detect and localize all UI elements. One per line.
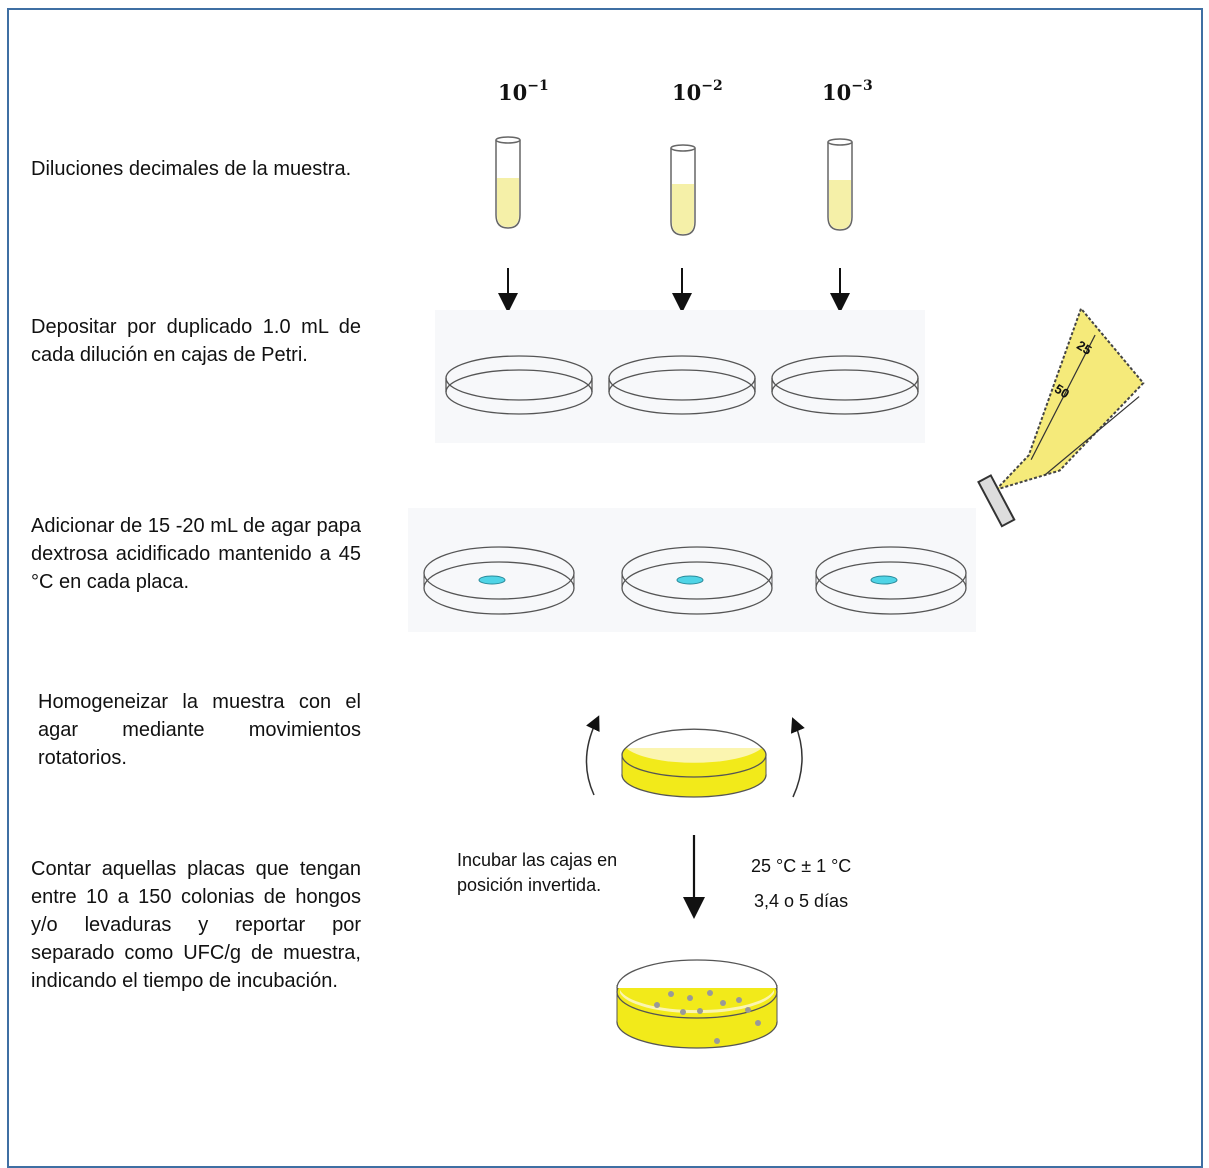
step-homogenize: Homogeneizar la muestra con el agar medi…	[38, 691, 361, 769]
flask-mark-50: 50	[1052, 381, 1072, 401]
inoculum-drop-3	[870, 575, 898, 585]
step-add-agar: Adicionar de 15 -20 mL de agar papa dext…	[31, 515, 361, 593]
test-tube-2	[670, 144, 696, 236]
step-dilutions: Diluciones decimales de la muestra.	[31, 158, 352, 180]
test-tube-3	[827, 138, 853, 231]
dilution-label-3: 10−3	[822, 78, 873, 105]
inoculated-dish-3	[815, 546, 967, 615]
incubated-dish	[616, 959, 778, 1049]
inoculated-dish-1	[423, 546, 575, 615]
petri-dish-3	[771, 355, 919, 415]
colonies	[654, 990, 761, 1044]
petri-dish-2	[608, 355, 756, 415]
flask-mark-25: 25	[1074, 337, 1094, 357]
dilution-label-2: 10−2	[672, 78, 723, 105]
rotating-agar-dish	[621, 728, 767, 798]
incubation-instruction: Incubar las cajas en posición invertida.	[457, 850, 618, 895]
petri-background	[435, 310, 925, 443]
inoculated-dish-2	[621, 546, 773, 615]
rotation-arrow-left	[585, 715, 600, 796]
step-count: Contar aquellas placas que tengan entre …	[31, 858, 361, 992]
test-tube-1	[495, 136, 521, 229]
incubation-temperature: 25 °C ± 1 °C	[751, 856, 852, 876]
inoculum-drop-2	[676, 575, 704, 585]
inoculated-background	[408, 508, 976, 632]
inoculum-drop-1	[478, 575, 506, 585]
step-deposit: Depositar por duplicado 1.0 mL de cada d…	[31, 316, 361, 366]
rotation-arrow-right	[790, 717, 805, 798]
dilution-label-1: 10−1	[498, 78, 549, 105]
petri-dish-1	[445, 355, 593, 415]
incubation-duration: 3,4 o 5 días	[754, 891, 849, 911]
agar-flask: 50 25	[977, 306, 1145, 528]
